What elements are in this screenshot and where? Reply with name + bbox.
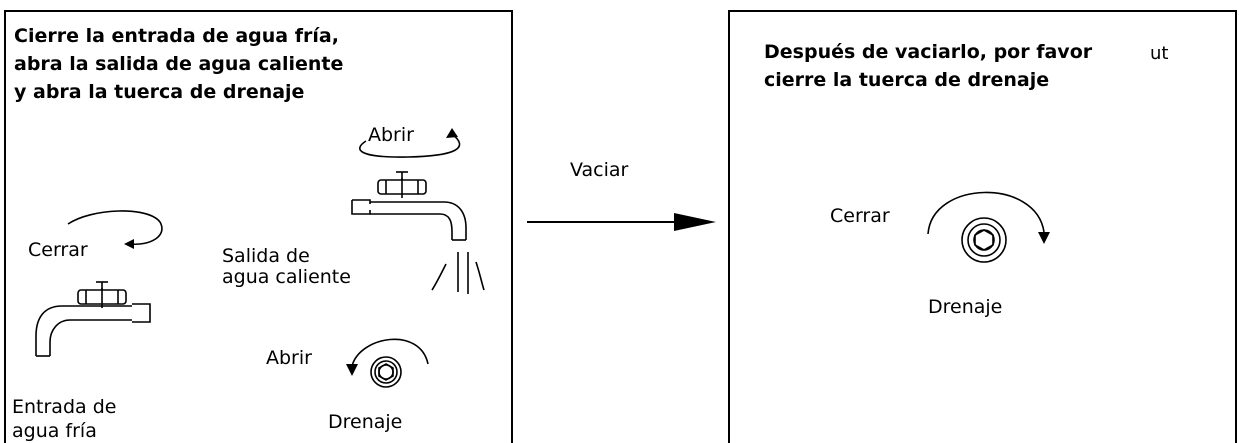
cold-tap-close-label: Cerrar (28, 239, 88, 261)
cold-inlet-label-line-2: agua fría (12, 420, 97, 442)
vaciar-arrow (527, 213, 716, 231)
right-instruction-line-2: cierre la tuerca de drenaje (764, 69, 1050, 91)
left-panel-frame (4, 10, 513, 443)
vaciar-label: Vaciar (570, 159, 629, 181)
left-instruction-line-3: y abra la tuerca de drenaje (14, 81, 305, 103)
right-drain-label: Drenaje (928, 296, 1003, 318)
left-instruction-line-2: abra la salida de agua caliente (14, 53, 344, 75)
hot-tap-open-label: Abrir (368, 124, 414, 146)
left-drain-nut-icon (346, 338, 429, 388)
hot-outlet-label-line-2: agua caliente (222, 266, 351, 288)
left-instruction-line-1: Cierre la entrada de agua fría, (14, 25, 339, 47)
cold-inlet-label-line-1: Entrada de (12, 396, 117, 418)
hot-water-tap-icon (351, 128, 485, 294)
cold-water-tap-icon (35, 210, 163, 357)
right-instruction-line-1: Después de vaciarlo, por favor (764, 41, 1093, 63)
drain-open-label: Abrir (266, 347, 312, 369)
hot-outlet-label-line-1: Salida de (222, 245, 310, 267)
right-panel-frame (728, 10, 1237, 443)
right-drain-nut-icon (927, 191, 1050, 263)
stray-mark: ut (1150, 43, 1169, 64)
left-drain-label: Drenaje (328, 411, 403, 433)
drain-close-label: Cerrar (830, 205, 890, 227)
